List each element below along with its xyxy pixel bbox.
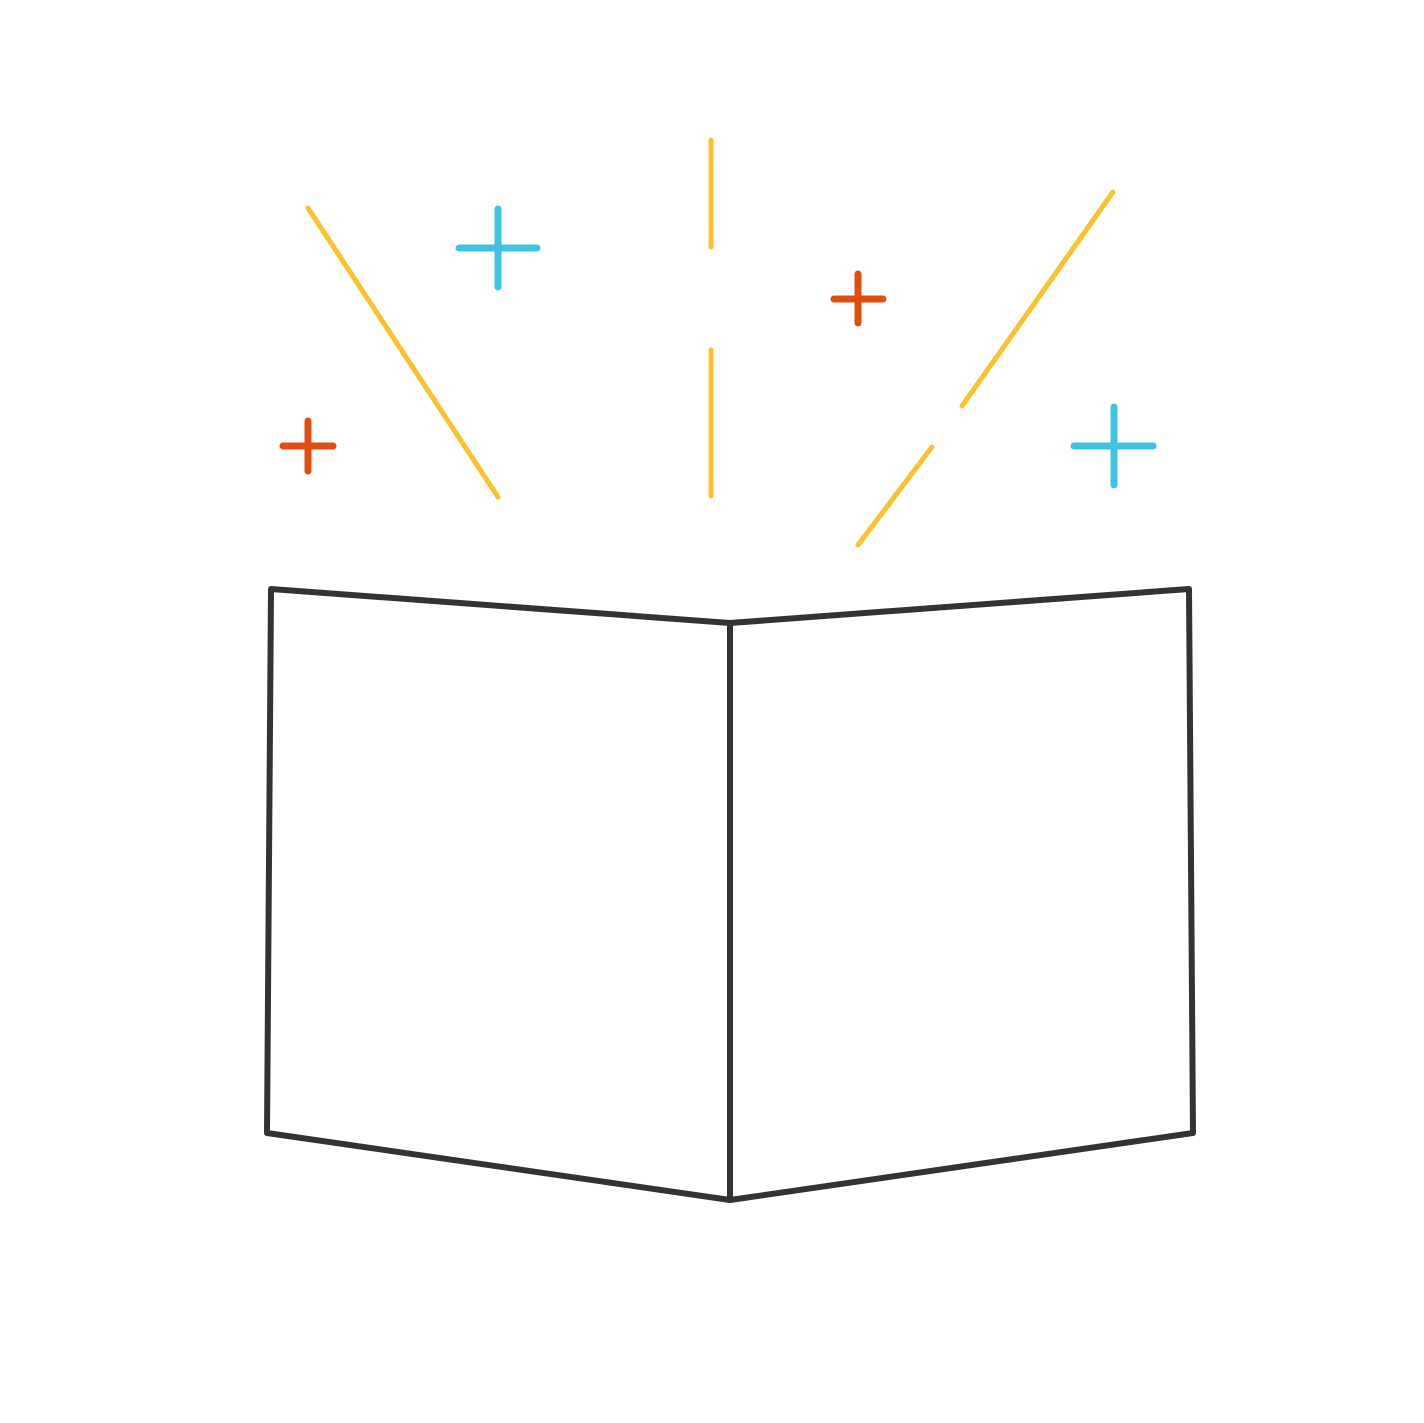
sparkle-orange-left-icon: [279, 417, 337, 475]
sparkle-orange-right-icon: [830, 270, 887, 327]
ray-right-bottom: [855, 444, 935, 548]
ray-right-top: [959, 189, 1116, 409]
ray-left: [305, 205, 501, 500]
book-left-page: [264, 586, 733, 1203]
sparkle-blue-left-icon: [455, 205, 541, 291]
book-right-page: [727, 586, 1196, 1203]
light-rays: [305, 137, 1116, 548]
open-book-icon: [264, 586, 1196, 1203]
sparkle-blue-right-icon: [1070, 403, 1157, 489]
